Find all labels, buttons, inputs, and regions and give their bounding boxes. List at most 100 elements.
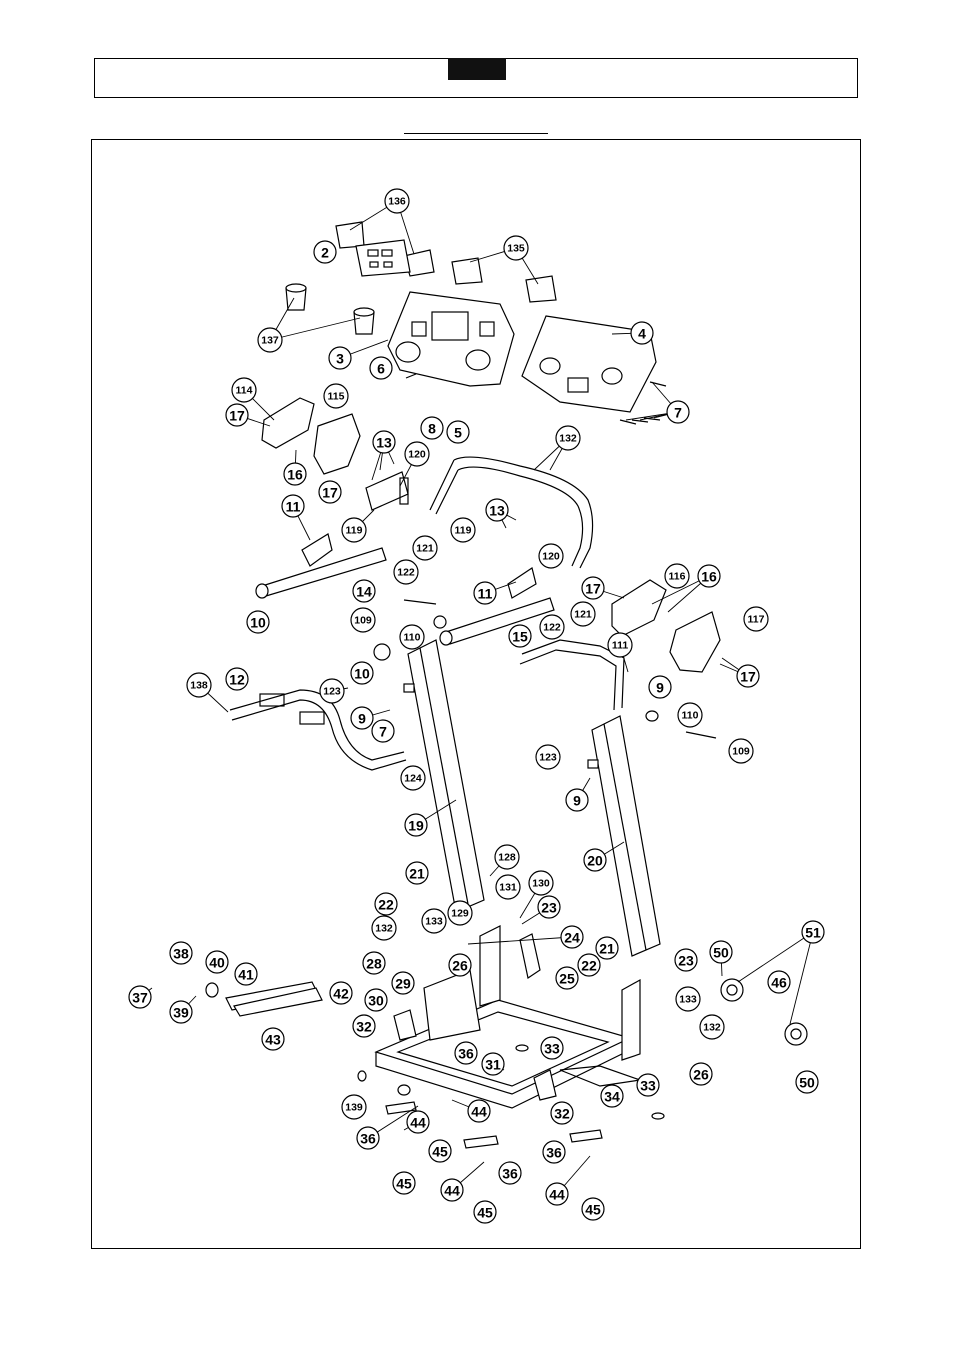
part-callout-25: 25	[555, 966, 579, 990]
callout-number: 7	[379, 724, 387, 740]
part-callout-19: 19	[404, 813, 428, 837]
callout-number: 17	[740, 669, 756, 685]
callout-number: 19	[408, 818, 424, 834]
callout-circle	[607, 632, 633, 658]
part-callout-123: 123	[319, 678, 345, 704]
leader-line	[269, 317, 361, 341]
callout-circle	[538, 543, 564, 569]
callout-circle	[372, 430, 396, 454]
callout-number: 23	[678, 953, 694, 969]
part-callout-10: 10	[350, 661, 374, 685]
callout-circle	[356, 1126, 380, 1150]
part-callout-136: 136	[384, 188, 410, 214]
part-callout-5: 5	[446, 420, 470, 444]
callout-number: 120	[408, 449, 426, 461]
callout-circle	[440, 1178, 464, 1202]
part-callout-119: 119	[341, 517, 367, 543]
callout-number: 121	[416, 543, 434, 555]
callout-circle	[699, 1014, 725, 1040]
callout-number: 51	[805, 925, 821, 941]
callout-circle	[555, 966, 579, 990]
part-callout-9: 9	[648, 675, 672, 699]
callout-circle	[392, 1171, 416, 1195]
callout-circle	[577, 953, 601, 977]
callout-circle	[560, 925, 584, 949]
callout-circle	[581, 576, 605, 600]
callout-number: 31	[485, 1057, 501, 1073]
callout-number: 14	[356, 584, 372, 600]
callout-number: 121	[574, 609, 592, 621]
callout-number: 11	[478, 586, 493, 602]
part-callout-30: 30	[364, 988, 388, 1012]
callout-number: 116	[669, 571, 686, 583]
part-callout-13: 13	[485, 498, 509, 522]
callout-number: 44	[410, 1115, 426, 1131]
callout-circle	[225, 403, 249, 427]
callout-circle	[666, 400, 690, 424]
part-callout-37: 37	[128, 985, 152, 1009]
part-callout-13: 13	[372, 430, 396, 454]
callout-circle	[709, 940, 733, 964]
part-callout-9: 9	[565, 788, 589, 812]
callout-circle	[246, 610, 270, 634]
callout-circle	[743, 606, 769, 632]
callout-number: 137	[261, 335, 279, 347]
caption-underline	[404, 133, 548, 134]
callout-number: 130	[532, 878, 550, 890]
part-callout-22: 22	[577, 953, 601, 977]
part-callout-14: 14	[352, 579, 376, 603]
callout-circle	[795, 1070, 819, 1094]
part-callout-23: 23	[674, 948, 698, 972]
callout-number: 45	[432, 1144, 448, 1160]
callout-circle	[328, 346, 352, 370]
part-callout-117: 117	[743, 606, 769, 632]
part-callout-41: 41	[234, 962, 258, 986]
callout-circle	[350, 607, 376, 633]
callout-circle	[186, 672, 212, 698]
callout-number: 17	[322, 485, 338, 501]
callout-circle	[674, 948, 698, 972]
callout-circle	[767, 970, 791, 994]
callout-circle	[508, 624, 532, 648]
part-callout-23: 23	[537, 895, 561, 919]
callout-number: 4	[638, 326, 646, 342]
callout-circle	[391, 971, 415, 995]
part-callout-119: 119	[450, 517, 476, 543]
callout-number: 13	[376, 435, 392, 451]
callout-circle	[428, 1139, 452, 1163]
part-callout-44: 44	[545, 1182, 569, 1206]
callout-number: 28	[366, 956, 382, 972]
part-callout-132: 132	[555, 425, 581, 451]
callout-number: 26	[452, 958, 468, 974]
part-callout-26: 26	[448, 953, 472, 977]
part-callout-6: 6	[369, 356, 393, 380]
part-callout-36: 36	[356, 1126, 380, 1150]
part-callout-22: 22	[374, 892, 398, 916]
callout-circle	[498, 1161, 522, 1185]
part-callout-123: 123	[535, 744, 561, 770]
callout-number: 132	[703, 1022, 721, 1034]
callout-number: 50	[799, 1075, 815, 1091]
callout-circle	[535, 744, 561, 770]
part-callout-20: 20	[583, 848, 607, 872]
callout-circle	[473, 1200, 497, 1224]
part-callout-139: 139	[341, 1094, 367, 1120]
callout-number: 9	[358, 711, 366, 727]
part-callout-38: 38	[169, 941, 193, 965]
part-callout-130: 130	[528, 870, 554, 896]
part-callout-132: 132	[371, 915, 397, 941]
callout-circle	[677, 702, 703, 728]
callout-circle	[421, 908, 447, 934]
part-callout-121: 121	[570, 601, 596, 627]
part-callout-138: 138	[186, 672, 212, 698]
callout-circle	[503, 235, 529, 261]
part-callout-32: 32	[550, 1101, 574, 1125]
part-callout-7: 7	[371, 719, 395, 743]
callout-circle	[450, 517, 476, 543]
callout-number: 42	[333, 986, 349, 1002]
part-callout-116: 116	[664, 563, 690, 589]
callout-circle	[454, 1041, 478, 1065]
part-callout-128: 128	[494, 844, 520, 870]
callout-circle	[283, 462, 307, 486]
